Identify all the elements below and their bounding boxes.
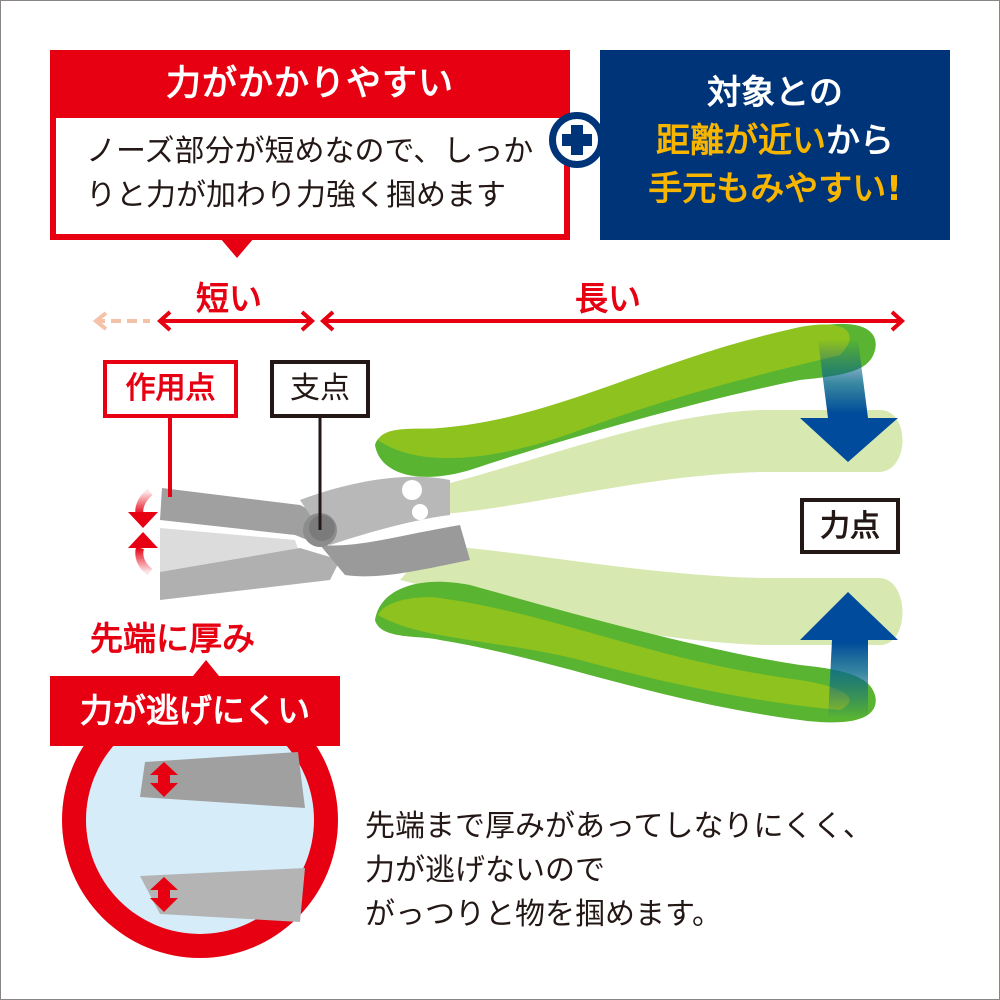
force-panel-text: ノーズ部分が短めなので、しっか りと力が加わり力強く掴めます (86, 130, 556, 218)
description-text: 先端まで厚みがあってしなりにくく、 力が逃げないので がっつりと物を掴めます。 (365, 805, 873, 937)
force-panel-line1: ノーズ部分が短めなので、しっか (86, 134, 534, 169)
ghost-handles (400, 410, 903, 645)
squeeze-arrows (800, 340, 898, 718)
tip-banner-pointer (193, 660, 219, 676)
description-line1: 先端まで厚みがあってしなりにくく、 (365, 809, 873, 844)
distance-panel-line2: 距離が近いから (600, 118, 950, 164)
distance-rest: から (826, 121, 894, 161)
force-panel-pointer (220, 238, 254, 258)
description-line3: がっつりと物を掴めます。 (365, 897, 722, 932)
effort-point-label: 力点 (800, 498, 900, 554)
length-dimension-lines (92, 310, 905, 332)
tip-squeeze-arrows (128, 488, 158, 576)
tip-zoom-circle (62, 682, 338, 958)
plus-icon (549, 112, 605, 168)
metal-jaws (160, 476, 470, 600)
description-line2: 力が逃げないので (365, 853, 605, 888)
green-grips (375, 323, 876, 723)
short-label: 短い (196, 279, 262, 318)
long-label: 長い (575, 279, 641, 318)
force-panel-body (56, 118, 564, 234)
fulcrum-label: 支点 (270, 360, 370, 418)
distance-panel (600, 50, 950, 240)
action-point-label: 作用点 (103, 360, 238, 418)
force-panel-line2: りと力が加わり力強く掴めます (86, 178, 506, 213)
tip-banner: 力が逃げにくい (50, 676, 340, 746)
distance-panel-line1: 対象との (707, 73, 843, 113)
force-panel-title: 力がかかりやすい (165, 64, 454, 104)
distance-highlight: 距離が近い (656, 121, 826, 161)
distance-panel-line3: 手元もみやすい! (648, 169, 902, 209)
tip-thickness-heading: 先端に厚み (90, 619, 255, 658)
